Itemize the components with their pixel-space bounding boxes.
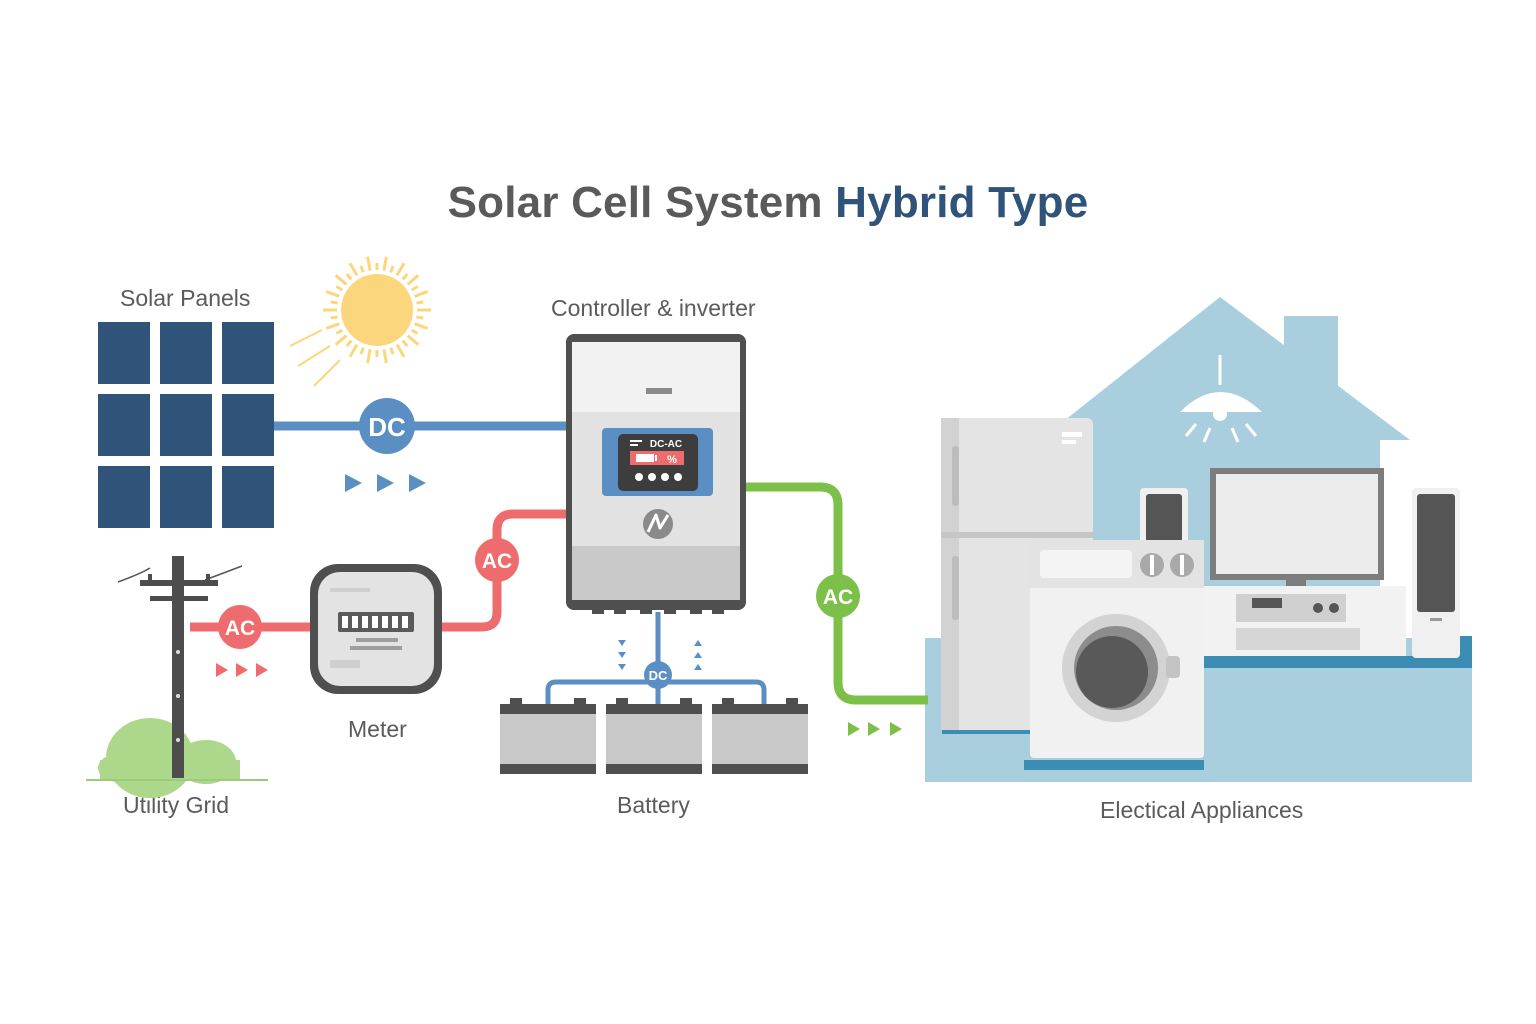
sun-ray <box>382 349 388 364</box>
ac-line-meter <box>440 509 570 632</box>
sun-ray <box>401 273 409 281</box>
label-solar-panels: Solar Panels <box>120 285 251 311</box>
sun-ray <box>410 285 419 292</box>
sun-ray <box>414 290 429 298</box>
sun-ray <box>406 334 420 346</box>
sun-ray <box>330 315 338 320</box>
dc-badge-panel: DC <box>359 398 415 454</box>
refrigerator-icon <box>941 418 1093 730</box>
sun-ray <box>401 339 409 347</box>
sun-ray <box>335 285 344 292</box>
sun-ray <box>359 347 365 355</box>
utility-pole-icon <box>86 556 268 798</box>
sun-ray <box>410 328 419 335</box>
diagram-title: Solar Cell System Hybrid Type <box>0 178 1536 228</box>
sun-ray <box>334 334 348 346</box>
ac-badge-meter: AC <box>475 538 519 582</box>
sun-ray <box>416 300 424 305</box>
dc-badge-battery-text: DC <box>649 668 668 683</box>
ac-badge-meter-text: AC <box>482 550 512 573</box>
sun-ray <box>348 262 359 277</box>
sun-ray <box>395 262 406 277</box>
house-icon <box>925 297 1472 782</box>
speaker-icon <box>1140 488 1460 658</box>
dc-line-battery <box>545 612 767 704</box>
sun-ray <box>359 265 365 273</box>
inverter-display-percent: % <box>667 454 677 466</box>
sun-ray <box>414 322 429 330</box>
inverter-icon: DC-AC % <box>566 334 746 614</box>
sun-ray <box>406 274 420 286</box>
label-meter: Meter <box>348 716 407 742</box>
dc-badge-battery: DC <box>644 661 672 689</box>
sun-ray <box>366 349 372 364</box>
ac-line-house <box>744 482 928 705</box>
sun-ray <box>330 300 338 305</box>
sun-ray <box>325 290 340 298</box>
dc-badge-panel-text: DC <box>368 412 406 442</box>
sun-ray <box>345 339 353 347</box>
ac-badge-house-text: AC <box>823 586 853 609</box>
sun-ray <box>382 256 388 271</box>
solar-panel-icon <box>98 322 274 528</box>
title-accent: Hybrid Type <box>835 178 1089 227</box>
washing-machine-icon <box>1030 540 1204 758</box>
battery-icon <box>500 698 808 774</box>
sun-ray <box>345 273 353 281</box>
sun-ray <box>366 256 372 271</box>
battery-flow-arrows <box>618 640 702 670</box>
title-main: Solar Cell System <box>447 178 823 227</box>
meter-icon <box>310 564 442 694</box>
ac-badge-house: AC <box>816 574 860 618</box>
sun-ray <box>325 322 340 330</box>
label-appliances: Electical Appliances <box>1100 797 1304 823</box>
tv-icon <box>1200 468 1406 656</box>
ac-badge-grid: AC <box>218 605 262 649</box>
flow-arrow-icon <box>216 474 902 736</box>
label-battery: Battery <box>617 792 690 818</box>
sun-ray <box>395 343 406 358</box>
sun-ray <box>389 265 395 273</box>
sun-icon <box>289 256 431 387</box>
sun-ray <box>416 315 424 320</box>
lamp-icon <box>1180 355 1262 443</box>
ac-badge-grid-text: AC <box>225 617 255 640</box>
sun-ray <box>335 328 344 335</box>
label-utility-grid: Utility Grid <box>123 792 230 818</box>
sun-ray <box>334 274 348 286</box>
inverter-display-mode: DC-AC <box>650 439 682 450</box>
label-controller: Controller & inverter <box>551 295 756 321</box>
sun-ray <box>389 347 395 355</box>
sun-ray <box>348 343 359 358</box>
